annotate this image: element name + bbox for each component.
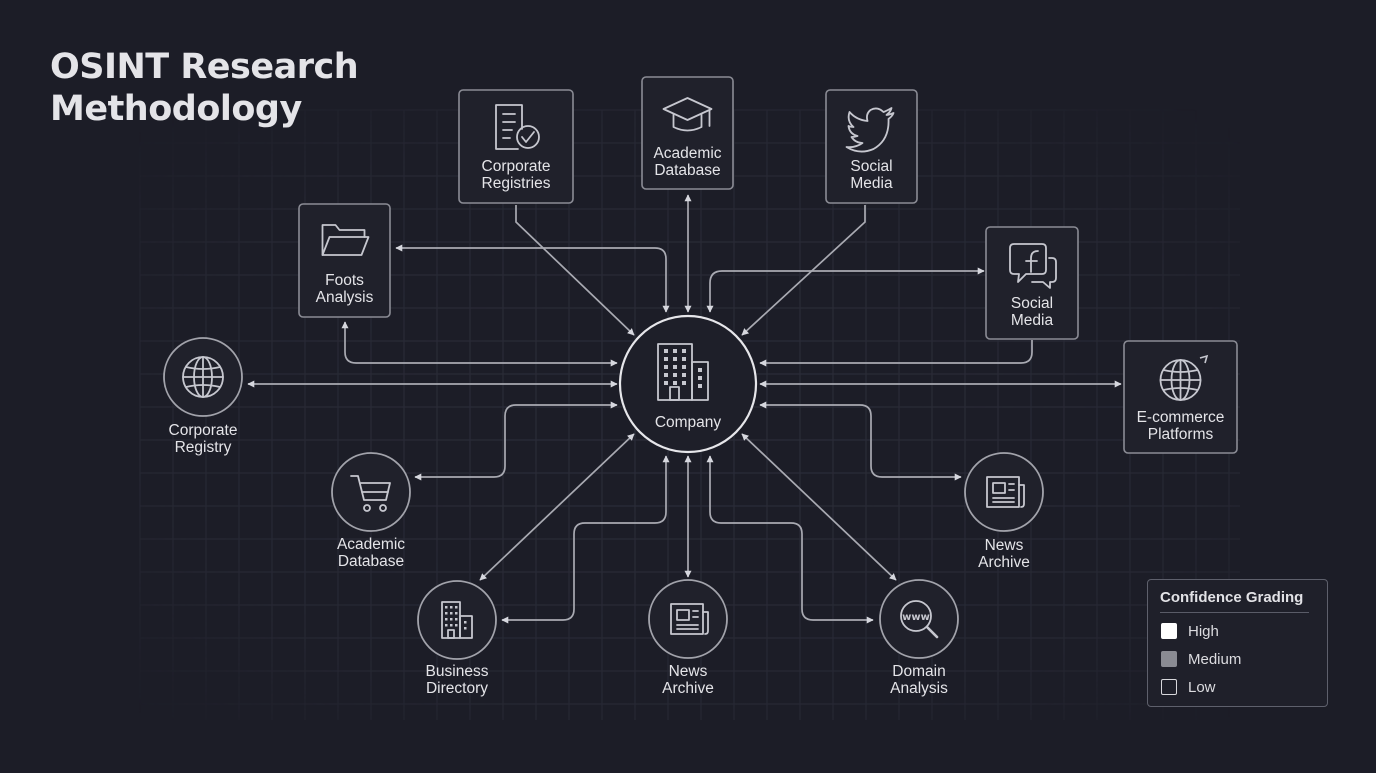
globe-icon — [182, 356, 224, 398]
page-title-line-2: Methodology — [50, 89, 302, 129]
legend-label-high: High — [1188, 622, 1219, 640]
conn-academic-database-bottom — [414, 401, 618, 481]
conn-domain-analysis-elbow — [706, 455, 874, 624]
node-academic-database-top-label-line-2: Database — [654, 162, 720, 179]
shopping-cart-icon — [350, 475, 391, 512]
conn-domain-analysis-diagonal — [741, 433, 897, 581]
globe-icon — [1159, 359, 1202, 401]
newspaper-icon — [986, 476, 1025, 508]
node-academic-database-bottom-label-line-2: Database — [338, 553, 404, 570]
node-corporate-registries-label-line-2: Registries — [482, 175, 551, 192]
conn-foots-analysis-top — [395, 244, 670, 313]
node-academic-database-bottom-label-line-1: Academic — [337, 536, 405, 553]
conn-social-media-facebook-top — [706, 267, 985, 313]
node-domain-analysis-frame — [879, 579, 959, 659]
node-ecommerce-platforms-label-line-1: E-commerce — [1137, 409, 1225, 426]
node-news-archive-bottom-frame — [648, 579, 728, 659]
connectors — [247, 194, 1122, 624]
legend-swatch-medium — [1161, 651, 1177, 667]
buildings-icon — [441, 601, 473, 639]
legend-item-high: High — [1161, 622, 1219, 640]
folder-icon — [321, 224, 370, 256]
node-foots-analysis-label-line-1: Foots — [325, 272, 364, 289]
legend-label-medium: Medium — [1188, 650, 1242, 668]
node-business-directory-label-line-1: Business — [426, 663, 489, 680]
conn-social-media-facebook-bottom — [759, 340, 1033, 367]
node-corporate-registry-label-line-2: Registry — [175, 439, 232, 456]
www-magnifier-icon: www — [900, 600, 939, 639]
conn-news-archive-right — [759, 401, 962, 481]
node-news-archive-right-frame — [964, 452, 1044, 532]
document-check-icon — [495, 104, 540, 150]
hub-company-frame — [618, 314, 758, 454]
node-corporate-registry-label-line-1: Corporate — [169, 422, 238, 439]
node-social-media-facebook-label-line-2: Media — [1011, 312, 1054, 329]
conn-social-media-twitter — [741, 205, 866, 336]
conn-corporate-registries — [515, 205, 635, 336]
node-social-media-facebook-frame — [985, 226, 1079, 340]
legend-divider — [1160, 612, 1309, 613]
legend-title: Confidence Grading — [1160, 589, 1304, 606]
node-academic-database-top-frame — [641, 76, 734, 190]
node-business-directory-label-line-2: Directory — [426, 680, 488, 697]
newspaper-icon — [670, 603, 709, 635]
node-news-archive-right-label-line-1: News — [985, 537, 1024, 554]
hub-company-label: Company — [655, 414, 722, 431]
confidence-legend: Confidence Grading High Medium Low — [1147, 579, 1328, 707]
node-corporate-registries-frame — [458, 89, 574, 204]
office-building-icon — [657, 343, 709, 401]
page-title: OSINT Research Methodology — [50, 46, 359, 130]
node-ecommerce-platforms-label-line-2: Platforms — [1148, 426, 1214, 443]
facebook-chat-icon — [1009, 243, 1057, 289]
node-news-archive-right-label-line-2: Archive — [978, 554, 1030, 571]
twitter-bird-icon — [845, 107, 895, 153]
legend-swatch-high — [1161, 623, 1177, 639]
node-social-media-facebook-label-line-1: Social — [1011, 295, 1053, 312]
node-foots-analysis-label-line-2: Analysis — [316, 289, 374, 306]
node-domain-analysis-label-line-2: Analysis — [890, 680, 948, 697]
ecommerce-tag-icon — [1199, 354, 1209, 364]
graduation-cap-icon — [662, 97, 713, 132]
page-title-line-1: OSINT Research — [50, 47, 359, 87]
legend-item-low: Low — [1161, 678, 1216, 696]
conn-foots-analysis-bottom — [341, 321, 618, 367]
node-academic-database-top-label-line-1: Academic — [653, 145, 721, 162]
conn-business-directory-elbow — [501, 455, 670, 624]
legend-item-medium: Medium — [1161, 650, 1241, 668]
node-domain-analysis-label-line-1: Domain — [892, 663, 945, 680]
node-social-media-twitter-label-line-1: Social — [850, 158, 892, 175]
node-social-media-twitter-label-line-2: Media — [850, 175, 893, 192]
legend-swatch-low — [1161, 679, 1177, 695]
hub-company[interactable]: Company — [618, 314, 758, 454]
legend-label-low: Low — [1188, 678, 1216, 696]
node-news-archive-bottom-label-line-1: News — [669, 663, 708, 680]
svg-text:www: www — [902, 612, 930, 623]
node-news-archive-bottom-label-line-2: Archive — [662, 680, 714, 697]
node-corporate-registries-label-line-1: Corporate — [482, 158, 551, 175]
